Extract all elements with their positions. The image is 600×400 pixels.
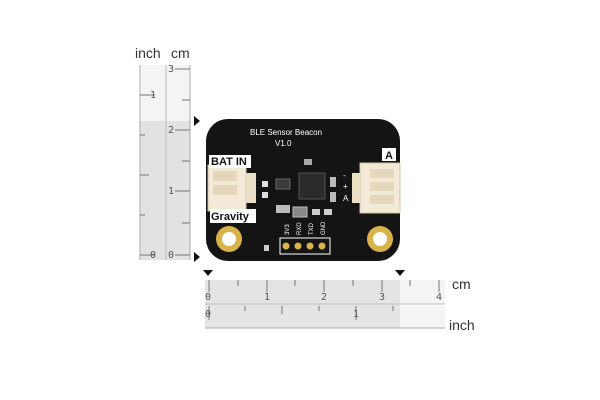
- smd-component: [304, 159, 312, 165]
- smd-component: [276, 205, 290, 213]
- bottom-ruler-cm-tick-1: 1: [264, 292, 271, 303]
- bottom-ruler-svg: [205, 280, 445, 329]
- sensor-chip: [292, 206, 308, 218]
- a-label-bg: [382, 148, 396, 161]
- main-ic-chip: [298, 172, 326, 200]
- bat-in-label: BAT IN: [211, 156, 247, 168]
- bottom-ruler: [200, 278, 460, 333]
- conn-mark-plus: +: [343, 182, 348, 191]
- left-ruler-svg: [139, 65, 191, 260]
- bottom-ruler-inch-tick-0: 0: [205, 309, 212, 320]
- left-ruler-cm-tick-1: 1: [168, 186, 175, 197]
- smd-component: [312, 209, 320, 215]
- a-label: A: [385, 150, 393, 162]
- conn-mark-a: A: [343, 194, 349, 203]
- pin-header: [282, 242, 326, 250]
- smd-component: [262, 192, 268, 198]
- left-ruler-cm-tick-3: 3: [168, 64, 175, 75]
- left-ruler: [135, 45, 205, 265]
- board-title: BLE Sensor Beacon: [250, 128, 322, 137]
- smd-component: [330, 177, 336, 187]
- bottom-ruler-cm-tick-2: 2: [321, 292, 328, 303]
- pin-label-gnd: GND: [321, 221, 327, 235]
- pin-label-txd: TXD: [309, 222, 315, 235]
- marker-right: [395, 270, 405, 276]
- left-ruler-inch-tick-1: 1: [150, 90, 157, 101]
- pcb-board: BLE Sensor Beacon V1.0 BAT IN Gravity A …: [206, 119, 401, 261]
- pin-label-3v3: 3V3: [285, 224, 291, 235]
- smd-component: [264, 245, 269, 251]
- bottom-ruler-inch-ticks: [208, 306, 394, 320]
- marker-left: [203, 270, 213, 276]
- smd-component: [324, 209, 332, 215]
- bottom-ruler-cm-unit: cm: [452, 276, 471, 292]
- bottom-ruler-inch-tick-1: 1: [353, 309, 360, 320]
- left-ruler-cm-tick-2: 2: [168, 125, 175, 136]
- small-ic: [275, 178, 291, 190]
- smd-component: [262, 181, 268, 187]
- left-ruler-inch-ticks: [140, 94, 155, 256]
- bottom-ruler-cm-tick-4: 4: [436, 292, 443, 303]
- bat-in-connector: [207, 164, 256, 212]
- bottom-ruler-cm-tick-0: 0: [205, 292, 212, 303]
- bottom-ruler-cm-ticks: [208, 280, 440, 292]
- gravity-label: Gravity: [211, 211, 250, 223]
- bat-in-label-bg: [209, 155, 251, 168]
- conn-mark-minus: -: [343, 171, 346, 180]
- marker-top: [194, 116, 200, 126]
- left-ruler-cm-ticks: [175, 68, 190, 256]
- left-ruler-cm-tick-0: 0: [168, 250, 175, 261]
- left-ruler-cm-unit: cm: [171, 45, 190, 61]
- bottom-ruler-cm-tick-3: 3: [379, 292, 386, 303]
- analog-connector: [352, 162, 401, 214]
- board-version: V1.0: [275, 139, 292, 148]
- smd-component: [330, 192, 336, 202]
- gravity-label-bg: [210, 209, 256, 223]
- left-ruler-inch-tick-0: 0: [150, 250, 157, 261]
- bottom-ruler-inch-unit: inch: [449, 317, 475, 333]
- mount-hole-left: [216, 226, 242, 252]
- pin-label-rxd: RXD: [297, 222, 303, 235]
- marker-bottom: [194, 252, 200, 262]
- left-ruler-inch-unit: inch: [135, 45, 161, 61]
- pin-header-outline: [279, 237, 331, 255]
- mount-hole-right: [367, 226, 393, 252]
